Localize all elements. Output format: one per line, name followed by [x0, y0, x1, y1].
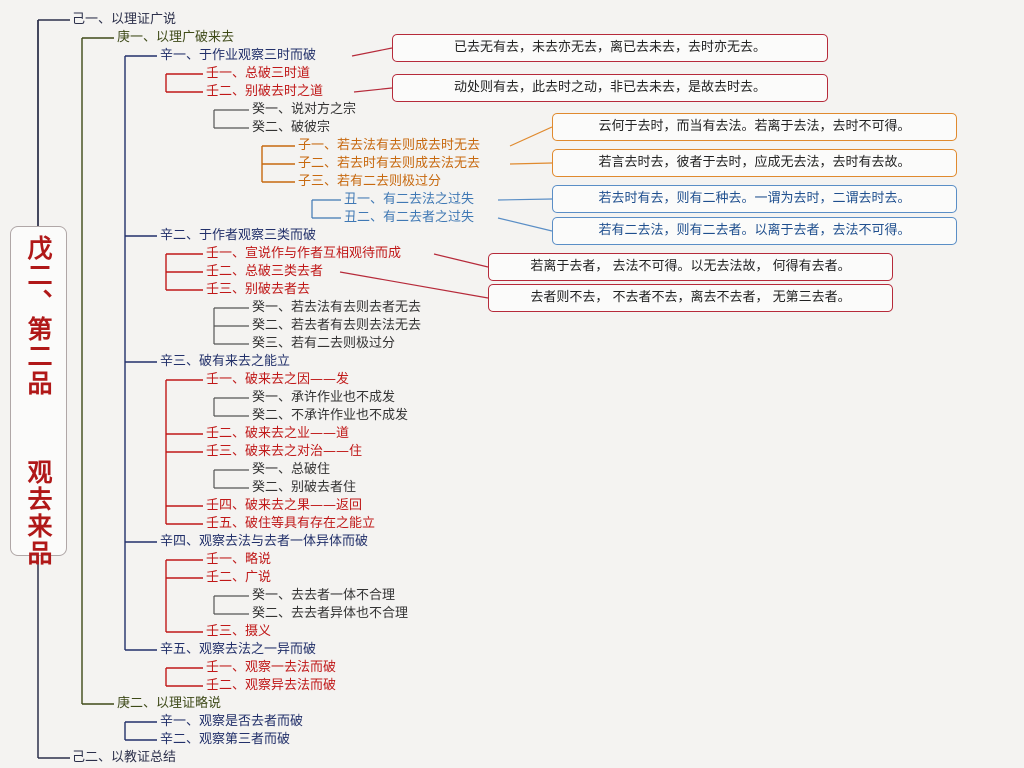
node-geng2-xin2: 辛二、观察第三者而破 — [160, 732, 291, 747]
connector-line — [497, 198, 553, 201]
verse-box-6: 若有二去法，则有二去者。以离于去者，去法不可得。 — [552, 217, 957, 245]
node-xin4-ren1: 壬一、略说 — [206, 552, 272, 567]
node-chou2: 丑二、有二去者之过失 — [344, 210, 475, 225]
node-xin2: 辛二、于作者观察三类而破 — [160, 228, 317, 243]
node-xin1-ren1: 壬一、总破三时道 — [206, 66, 311, 81]
node-zi2: 子二、若去时有去则成去法无去 — [298, 156, 481, 171]
node-xin2-ren3: 壬三、别破去者去 — [206, 282, 311, 297]
node-geng2-xin1: 辛一、观察是否去者而破 — [160, 714, 304, 729]
verse-box-5: 若去时有去，则有二种去。一谓为去时，二谓去时去。 — [552, 185, 957, 213]
connector-line — [339, 271, 489, 299]
verse-box-3: 云何于去时，而当有去法。若离于去法，去时不可得。 — [552, 113, 957, 141]
connector-line — [353, 87, 393, 93]
node-xin5: 辛五、观察去法之一异而破 — [160, 642, 317, 657]
node-xin3-ren3: 壬三、破来去之对治——住 — [206, 444, 363, 459]
diagram-title: 戊二、第二品 观去来品 — [24, 235, 53, 567]
node-xin2-gui3: 癸三、若有二去则极过分 — [252, 336, 396, 351]
verse-box-2: 动处则有去，此去时之动，非已去未去，是故去时去。 — [392, 74, 828, 102]
node-xin3-ren5: 壬五、破住等具有存在之能立 — [206, 516, 376, 531]
node-xin2-gui2: 癸二、若去者有去则去法无去 — [252, 318, 422, 333]
node-xin3-ren4: 壬四、破来去之果——返回 — [206, 498, 363, 513]
node-xin2-ren1: 壬一、宣说作与作者互相观待而成 — [206, 246, 402, 261]
node-xin4-gui2: 癸二、去去者异体也不合理 — [252, 606, 409, 621]
node-gui2: 癸二、破彼宗 — [252, 120, 331, 135]
node-chou1: 丑一、有二去法之过失 — [344, 192, 475, 207]
node-xin4-gui1: 癸一、去去者一体不合理 — [252, 588, 396, 603]
node-zi1: 子一、若去法有去则成去时无去 — [298, 138, 481, 153]
node-xin4-ren3: 壬三、摄义 — [206, 624, 272, 639]
connector-line — [509, 162, 553, 165]
node-xin1: 辛一、于作业观察三时而破 — [160, 48, 317, 63]
verse-box-4: 若言去时去，彼者于去时，应成无去法，去时有去故。 — [552, 149, 957, 177]
node-zi3: 子三、若有二去则极过分 — [298, 174, 442, 189]
node-xin4: 辛四、观察去法与去者一体异体而破 — [160, 534, 369, 549]
node-xin1-ren2: 壬二、别破去时之道 — [206, 84, 324, 99]
node-xin3: 辛三、破有来去之能立 — [160, 354, 291, 369]
node-xin2-gui1: 癸一、若去法有去则去者无去 — [252, 300, 422, 315]
node-ji2: 己二、以教证总结 — [72, 750, 177, 765]
node-xin3-gui2: 癸二、不承许作业也不成发 — [252, 408, 409, 423]
node-gui1: 癸一、说对方之宗 — [252, 102, 357, 117]
node-xin5-ren2: 壬二、观察异去法而破 — [206, 678, 337, 693]
node-xin2-ren2: 壬二、总破三类去者 — [206, 264, 324, 279]
node-geng2: 庚二、以理证略说 — [117, 696, 222, 711]
node-xin3-ren1: 壬一、破来去之因——发 — [206, 372, 350, 387]
verse-box-1: 已去无有去，未去亦无去，离已去未去，去时亦无去。 — [392, 34, 828, 62]
node-ji1: 己一、以理证广说 — [72, 12, 177, 27]
connector-line — [509, 126, 553, 147]
node-xin4-ren2: 壬二、广说 — [206, 570, 272, 585]
verse-box-8: 去者则不去， 不去者不去，离去不去者， 无第三去者。 — [488, 284, 893, 312]
node-xin3-ren2: 壬二、破来去之业——道 — [206, 426, 350, 441]
connector-line — [351, 47, 393, 57]
node-xin3-ren3-gui1: 癸一、总破住 — [252, 462, 331, 477]
node-xin5-ren1: 壬一、观察一去法而破 — [206, 660, 337, 675]
verse-box-7: 若离于去者， 去法不可得。以无去法故， 何得有去者。 — [488, 253, 893, 281]
title-box: 戊二、第二品 观去来品 — [10, 226, 67, 567]
connector-line — [497, 217, 553, 232]
node-xin3-ren3-gui2: 癸二、别破去者住 — [252, 480, 357, 495]
node-xin3-gui1: 癸一、承许作业也不成发 — [252, 390, 396, 405]
node-geng1: 庚一、以理广破来去 — [117, 30, 235, 45]
connector-line — [433, 253, 489, 268]
